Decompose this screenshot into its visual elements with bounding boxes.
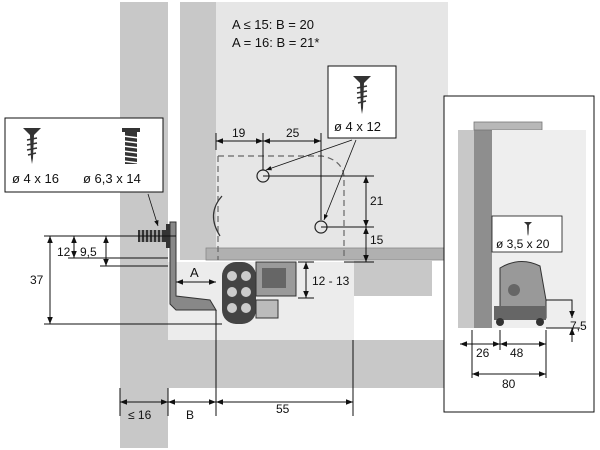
euro-screw-icon: [122, 128, 140, 164]
inset-dim-80: 80: [502, 377, 516, 391]
screw-label-4x16: ø 4 x 16: [12, 171, 59, 186]
dim-25: 25: [286, 126, 300, 140]
dim-b: B: [186, 408, 194, 422]
inset-top-rail: [473, 121, 543, 131]
inset-screw-label: ø 3,5 x 20: [496, 237, 550, 251]
drawer-front-panel: [120, 2, 168, 448]
formula-line-1: A ≤ 15: B = 20: [232, 17, 314, 32]
small-screw-icon: [524, 222, 532, 236]
inset-drawer-back: [474, 128, 492, 328]
inset-dim-26: 26: [476, 346, 490, 360]
dim-9-5: 9,5: [80, 245, 97, 259]
dim-19: 19: [232, 126, 246, 140]
inset-roller-right: [536, 318, 544, 326]
mounting-bracket: [169, 221, 217, 311]
wood-screw-icon: [23, 128, 41, 164]
top-screw-label: ø 4 x 12: [334, 119, 381, 134]
rail-support: [354, 260, 432, 296]
dim-12: 12: [57, 245, 71, 259]
wood-screw-icon: [353, 76, 371, 114]
dim-55: 55: [276, 402, 290, 416]
dim-12-13: 12 - 13: [312, 274, 350, 288]
inset-wheel: [508, 284, 520, 296]
screw-label-6-3x14: ø 6,3 x 14: [83, 171, 141, 186]
inset-ext-7-5-top: [546, 299, 573, 312]
inset-roller-left: [496, 318, 504, 326]
drawer-side-panel: [180, 2, 216, 260]
dim-21: 21: [370, 194, 384, 208]
leader-left-screw: [147, 193, 159, 227]
dim-a: A: [190, 265, 199, 280]
dim-15: 15: [370, 233, 384, 247]
slide-rail: [205, 247, 445, 261]
leader-top-2: [323, 139, 357, 221]
inset-dim-48: 48: [510, 346, 524, 360]
cabinet-base: [168, 340, 444, 388]
dim-37: 37: [30, 273, 44, 287]
inset-runner: [494, 306, 546, 320]
inset-dim-7-5: 7,5: [570, 319, 587, 333]
slide-runner: [222, 261, 297, 324]
dim-16: ≤ 16: [128, 408, 152, 422]
inset-side-panel: [458, 130, 474, 328]
leader-top-1: [265, 139, 353, 171]
cutout-curve: [212, 195, 223, 237]
formula-line-2: A = 16: B = 21*: [232, 35, 319, 50]
